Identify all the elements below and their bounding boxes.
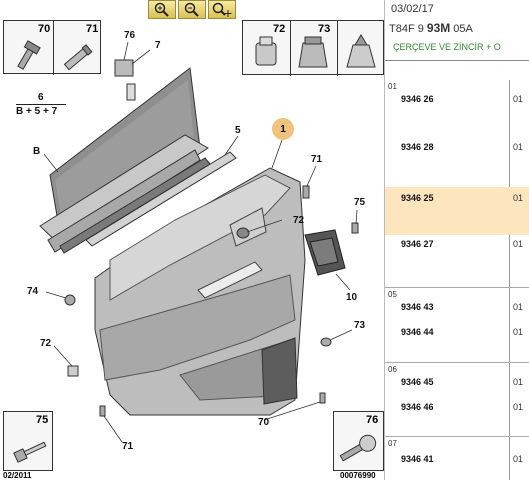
- parts-diagram[interactable]: 70 71 72 73 75 76: [0, 0, 384, 480]
- callout-label-73-mid[interactable]: 73: [354, 320, 366, 331]
- rivet-icon: [13, 441, 47, 463]
- callout-1-badge[interactable]: 1: [272, 118, 294, 140]
- row-quantity: 01: [513, 377, 524, 387]
- row-quantity: 01: [513, 327, 524, 337]
- panel-vehicle-code: T84F 9 93M 05A: [389, 21, 473, 35]
- callout-label-5[interactable]: 5: [235, 125, 241, 136]
- row-reference: 9346 26: [401, 94, 434, 104]
- panel-header-divider: [385, 60, 529, 61]
- callout-label-B[interactable]: B: [33, 146, 41, 157]
- callout-box-70-71: 70 71: [3, 20, 101, 75]
- diagram-number: 00076990: [340, 471, 376, 480]
- part-row[interactable]: 9346 27 01: [385, 235, 529, 283]
- row-reference: 9346 41: [401, 454, 434, 464]
- callout-label-72-mid[interactable]: 72: [293, 215, 305, 226]
- callout-6-underline: [16, 104, 66, 105]
- callout-72: 72: [273, 23, 286, 35]
- callout-label-70[interactable]: 70: [258, 417, 270, 428]
- qty-column-divider: [509, 80, 510, 480]
- zoom-toolbar: [148, 0, 238, 20]
- row-group: 06: [388, 365, 397, 374]
- callout-76: 76: [366, 414, 379, 426]
- part-row[interactable]: 9346 46 01: [385, 397, 529, 445]
- screw-icon: [17, 40, 93, 71]
- row-reference: 9346 43: [401, 302, 434, 312]
- callout-box-72-73: 72 73: [242, 20, 384, 76]
- callout-label-10[interactable]: 10: [346, 292, 358, 303]
- row-quantity: 01: [513, 302, 524, 312]
- row-reference: 9346 28: [401, 142, 434, 152]
- callout-label-75-mid[interactable]: 75: [354, 197, 366, 208]
- callout-label-1: 1: [280, 123, 286, 135]
- callout-label-71-top[interactable]: 71: [311, 154, 323, 165]
- row-quantity: 01: [513, 239, 524, 249]
- zoom-out-icon: [184, 2, 199, 17]
- callout-73: 73: [318, 23, 331, 35]
- part-row[interactable]: 06 9346 45 01: [385, 364, 529, 412]
- zoom-in-button[interactable]: [148, 0, 176, 19]
- row-group: 05: [388, 290, 397, 299]
- callout-label-71-low[interactable]: 71: [122, 441, 134, 452]
- callout-label-72-low[interactable]: 72: [40, 338, 52, 349]
- callout-75: 75: [36, 414, 49, 426]
- callout-label-6-sub: B + 5 + 7: [16, 106, 58, 117]
- callout-label-6[interactable]: 6: [38, 92, 44, 103]
- row-quantity: 01: [513, 193, 524, 203]
- row-reference: 9346 45: [401, 377, 434, 387]
- callout-71: 71: [86, 23, 99, 35]
- group-divider: [385, 362, 529, 363]
- callout-label-7[interactable]: 7: [155, 40, 161, 51]
- row-reference: 9346 27: [401, 239, 434, 249]
- row-quantity: 01: [513, 454, 524, 464]
- group-divider: [385, 436, 529, 437]
- callout-70: 70: [38, 23, 51, 35]
- part-row[interactable]: 9346 28 01: [385, 128, 529, 176]
- zoom-fit-button[interactable]: [208, 0, 236, 19]
- row-reference: 9346 44: [401, 327, 434, 337]
- part-row[interactable]: 07 9346 41 01: [385, 438, 529, 480]
- callout-box-76: 76: [333, 411, 384, 471]
- group-divider: [385, 287, 529, 288]
- diagram-date: 02/2011: [3, 471, 32, 480]
- zoom-out-button[interactable]: [178, 0, 206, 19]
- part-row[interactable]: 05 9346 43 01: [385, 289, 529, 337]
- row-reference: 9346 25: [401, 193, 434, 203]
- row-quantity: 01: [513, 94, 524, 104]
- panel-date: 03/02/17: [391, 3, 434, 15]
- clip-icon: [255, 34, 376, 68]
- row-group: 07: [388, 439, 397, 448]
- callout-box-75: 75: [3, 411, 53, 471]
- row-quantity: 01: [513, 142, 524, 152]
- parts-list-panel: 03/02/17 T84F 9 93M 05A ÇERÇEVE VE ZİNCİ…: [384, 0, 529, 480]
- callout-label-74[interactable]: 74: [27, 286, 39, 297]
- callout-label-76[interactable]: 76: [124, 30, 136, 41]
- part-row[interactable]: 9346 44 01: [385, 320, 529, 368]
- part-row-selected[interactable]: 9346 25 01: [385, 187, 529, 235]
- panel-description: ÇERÇEVE VE ZİNCİR + O: [393, 42, 501, 52]
- zoom-in-icon: [154, 2, 169, 17]
- row-quantity: 01: [513, 402, 524, 412]
- zoom-fit-icon: [212, 2, 232, 17]
- row-group: 01: [388, 82, 397, 91]
- row-reference: 9346 46: [401, 402, 434, 412]
- part-row[interactable]: 01 9346 26 01: [385, 80, 529, 128]
- bolt-icon: [339, 434, 377, 462]
